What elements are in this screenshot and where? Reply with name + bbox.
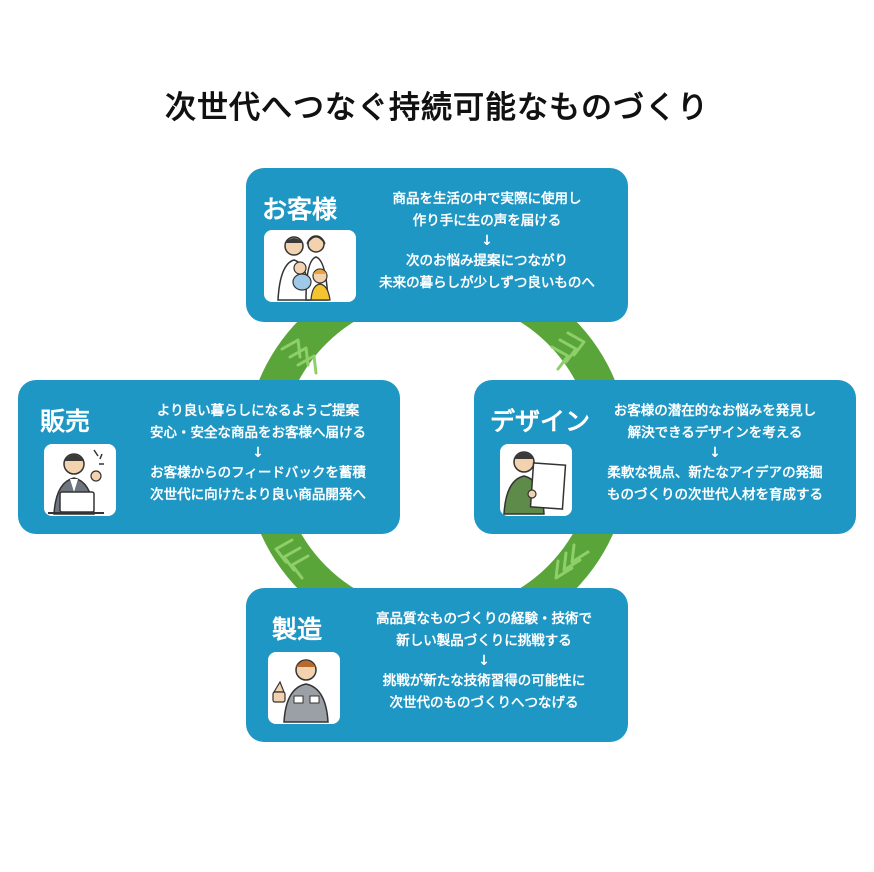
customer-line-1: 商品を生活の中で実際に使用し [392, 191, 582, 207]
chevron-up-right-icon [280, 338, 318, 375]
designer-icon [500, 444, 572, 516]
arrow-down-icon: ↓ [481, 233, 493, 249]
sales-line-4: 次世代に向けたより良い商品開発へ [150, 487, 366, 503]
card-text-design: お客様の潜在的なお悩みを発見し 解決できるデザインを考える ↓ 柔軟な視点、新た… [582, 400, 848, 506]
card-design: デザイン お客様の潜在的なお悩みを発見し 解決できるデザインを考える ↓ 柔軟な… [474, 380, 856, 534]
sales-line-2: 安心・安全な商品をお客様へ届ける [150, 425, 366, 441]
card-customer: お客様 商品を生活の中で実際に使用し 作り手に生の声を届ける ↓ 次のお悩み提案… [246, 168, 628, 322]
worker-icon [268, 652, 340, 724]
salesperson-icon [44, 444, 116, 516]
manufacturing-line-2: 新しい製品づくりに挑戦する [396, 633, 572, 649]
card-label-manufacturing: 製造 [272, 615, 323, 644]
family-icon [264, 230, 356, 302]
design-line-1: お客様の潜在的なお悩みを発見し [613, 403, 817, 419]
card-text-customer: 商品を生活の中で実際に使用し 作り手に生の声を届ける ↓ 次のお悩み提案につなが… [356, 188, 618, 294]
customer-line-4: 未来の暮らしが少しずつ良いものへ [379, 275, 595, 291]
card-label-sales: 販売 [40, 407, 91, 436]
sales-line-1: より良い暮らしになるようご提案 [156, 403, 360, 419]
card-text-sales: より良い暮らしになるようご提案 安心・安全な商品をお客様へ届ける ↓ お客様から… [126, 400, 390, 506]
manufacturing-line-1: 高品質なものづくりの経験・技術で [376, 611, 592, 627]
design-line-2: 解決できるデザインを考える [627, 425, 803, 441]
chevron-down-left-icon [554, 543, 590, 580]
chevron-up-left-icon [274, 538, 310, 580]
card-text-manufacturing: 高品質なものづくりの経験・技術で 新しい製品づくりに挑戦する ↓ 挑戦が新たな技… [350, 608, 618, 714]
page-title: 次世代へつなぐ持続可能なものづくり [165, 90, 709, 126]
customer-line-3: 次のお悩み提案につながり [406, 253, 568, 269]
manufacturing-line-3: 挑戦が新たな技術習得の可能性に [382, 673, 586, 689]
card-label-customer: お客様 [262, 195, 338, 224]
chevron-down-right-icon [550, 331, 586, 371]
design-line-4: ものづくりの次世代人材を育成する [607, 487, 823, 503]
arrow-down-icon: ↓ [709, 445, 721, 461]
card-sales: 販売 より良い暮らしになるようご提案 安心・安全な商品をお客様へ届ける ↓ お客… [18, 380, 400, 534]
arrow-down-icon: ↓ [478, 653, 490, 669]
manufacturing-line-4: 次世代のものづくりへつなげる [389, 695, 579, 711]
customer-line-2: 作り手に生の声を届ける [412, 213, 562, 229]
sales-line-3: お客様からのフィードバックを蓄積 [150, 465, 366, 481]
design-line-3: 柔軟な視点、新たなアイデアの発掘 [607, 465, 823, 481]
arrow-down-icon: ↓ [252, 445, 264, 461]
card-manufacturing: 製造 高品質なものづくりの経験・技術で 新しい製品づくりに挑戦する ↓ 挑戦が新… [246, 588, 628, 742]
card-label-design: デザイン [490, 407, 591, 436]
